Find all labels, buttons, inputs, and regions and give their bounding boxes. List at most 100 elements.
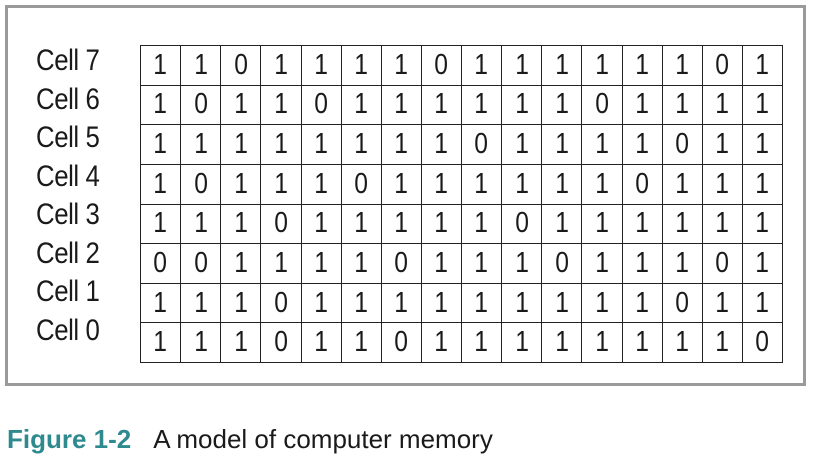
bit-value: 1 (153, 286, 168, 319)
cell-label: Cell 2 (36, 236, 100, 270)
bit-value: 1 (434, 88, 449, 121)
bit-value: 1 (635, 207, 649, 240)
bit-cell: 1 (462, 46, 503, 86)
bit-cell: 0 (221, 46, 262, 86)
bit-cell: 1 (462, 283, 503, 324)
bit-cell: 1 (221, 244, 262, 284)
bit-value: 0 (595, 88, 609, 121)
bit-value: 1 (755, 207, 770, 240)
bit-value: 1 (715, 88, 730, 121)
bit-value: 1 (474, 286, 489, 319)
bit-value: 1 (675, 326, 690, 359)
bit-cell: 0 (181, 244, 222, 284)
bit-cell: 1 (662, 46, 703, 86)
bit-cell: 1 (582, 125, 623, 165)
bit-value: 0 (274, 286, 288, 319)
bit-value: 1 (153, 88, 168, 121)
bit-cell: 1 (702, 164, 743, 205)
bit-value: 0 (193, 88, 208, 121)
bit-value: 1 (514, 326, 529, 359)
bit-cell: 0 (301, 85, 342, 126)
bit-cell: 1 (502, 323, 543, 363)
bit-cell: 0 (421, 46, 462, 86)
bit-value: 1 (354, 48, 369, 81)
bit-cell: 1 (622, 85, 663, 126)
bit-value: 1 (715, 286, 730, 319)
bit-value: 1 (675, 246, 690, 279)
bit-cell: 0 (141, 244, 182, 284)
bit-cell: 1 (742, 164, 783, 205)
bit-value: 1 (394, 167, 409, 200)
bit-cell: 1 (341, 244, 382, 284)
bit-value: 1 (635, 286, 649, 319)
bit-cell: 1 (341, 85, 382, 126)
bit-cell: 1 (381, 164, 422, 205)
bit-cell: 1 (341, 46, 382, 86)
bit-value: 1 (274, 48, 288, 81)
bit-cell: 1 (702, 85, 743, 126)
bit-cell: 0 (261, 204, 302, 245)
bit-cell: 1 (341, 204, 382, 245)
bit-value: 1 (554, 88, 569, 121)
bit-cell: 1 (542, 283, 583, 324)
bit-cell: 1 (742, 125, 783, 165)
bit-cell: 1 (301, 323, 342, 363)
bit-value: 1 (595, 246, 609, 279)
bit-cell: 1 (502, 85, 543, 126)
bit-value: 1 (354, 286, 369, 319)
bit-value: 1 (314, 286, 328, 319)
bit-value: 1 (595, 128, 609, 161)
bit-cell: 0 (181, 85, 222, 126)
bit-value: 1 (474, 167, 489, 200)
bit-cell: 1 (622, 283, 663, 324)
bit-cell: 1 (301, 244, 342, 284)
bit-value: 1 (354, 246, 369, 279)
bit-cell: 1 (662, 204, 703, 245)
bit-cell: 1 (462, 85, 503, 126)
cell-label: Cell 1 (36, 275, 100, 308)
bit-cell: 1 (381, 46, 422, 86)
bit-cell: 1 (542, 323, 583, 363)
bit-cell: 1 (662, 85, 703, 126)
bit-cell: 1 (421, 204, 462, 245)
bit-value: 1 (474, 207, 489, 240)
bit-cell: 1 (582, 204, 623, 245)
bit-cell: 1 (141, 283, 182, 324)
bit-cell: 1 (702, 283, 743, 324)
bit-value: 1 (635, 48, 649, 81)
bit-value: 0 (233, 48, 248, 81)
bit-cell: 1 (462, 244, 503, 284)
bit-value: 1 (193, 48, 208, 81)
bit-cell: 1 (542, 125, 583, 165)
bit-value: 1 (514, 246, 529, 279)
bit-cell: 1 (341, 125, 382, 165)
bit-cell: 1 (221, 204, 262, 245)
bit-cell: 1 (381, 85, 422, 126)
bit-cell: 0 (622, 164, 663, 205)
bit-cell: 1 (261, 244, 302, 284)
bit-cell: 0 (462, 125, 503, 165)
bit-cell: 0 (702, 46, 743, 86)
bit-cell: 1 (622, 323, 663, 363)
bit-value: 0 (755, 326, 770, 359)
bit-value: 0 (715, 246, 730, 279)
bit-value: 0 (274, 326, 288, 359)
bit-value: 0 (193, 167, 208, 200)
bit-cell: 1 (742, 283, 783, 324)
bit-value: 1 (314, 128, 328, 161)
bit-value: 1 (434, 167, 449, 200)
bit-cell: 1 (622, 204, 663, 245)
bit-value: 1 (274, 246, 288, 279)
bit-cell: 0 (502, 204, 543, 245)
bit-value: 0 (554, 246, 569, 279)
cell-label: Cell 4 (36, 159, 100, 193)
bit-cell: 1 (582, 323, 623, 363)
bit-value: 1 (514, 88, 529, 121)
bit-value: 1 (675, 88, 690, 121)
bit-value: 1 (715, 207, 730, 240)
bit-cell: 1 (221, 283, 262, 324)
bit-value: 1 (635, 88, 649, 121)
bit-cell: 1 (221, 323, 262, 363)
